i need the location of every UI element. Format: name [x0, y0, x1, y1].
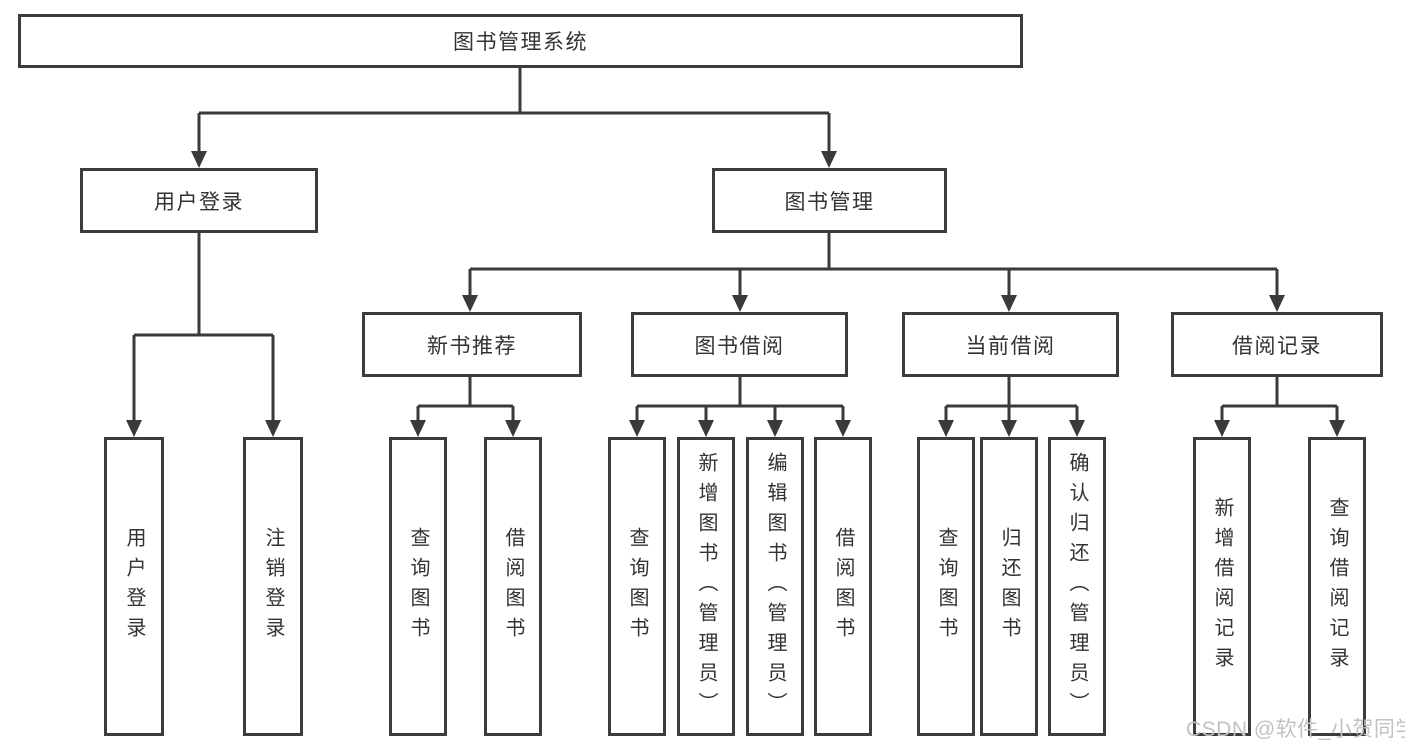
- arrowheads: [126, 151, 1345, 437]
- leaf-query-borrow-record: 查询借阅记录: [1308, 437, 1366, 736]
- node-label: 新书推荐: [427, 334, 517, 358]
- csdn-watermark: CSDN @软件_小贺同学: [1186, 718, 1405, 741]
- leaf-label: 确认归还（管理员）: [1066, 451, 1088, 722]
- leaf-query-books-borrowing: 查询图书: [608, 437, 666, 736]
- leaf-label: 新增借阅记录: [1211, 496, 1233, 677]
- leaf-label: 归还图书: [998, 526, 1020, 647]
- leaf-label: 借阅图书: [832, 526, 854, 647]
- leaf-label: 借阅图书: [502, 526, 524, 647]
- leaf-query-books-current: 查询图书: [917, 437, 975, 736]
- leaf-label: 查询图书: [935, 526, 957, 647]
- node-borrowing-records: 借阅记录: [1171, 312, 1383, 377]
- node-label: 图书借阅: [694, 334, 785, 358]
- node-user-login: 用户登录: [80, 168, 318, 233]
- leaf-label: 注销登录: [262, 526, 284, 647]
- leaf-borrow-books-recommend: 借阅图书: [484, 437, 542, 736]
- node-new-book-recommend: 新书推荐: [362, 312, 582, 377]
- leaf-confirm-return-admin: 确认归还（管理员）: [1048, 437, 1106, 736]
- node-label: 用户登录: [154, 190, 244, 214]
- leaf-label: 新增图书（管理员）: [695, 451, 717, 722]
- leaf-query-books-recommend: 查询图书: [389, 437, 447, 736]
- node-label: 当前借阅: [965, 334, 1056, 358]
- node-root-label: 图书管理系统: [453, 31, 588, 54]
- node-book-management: 图书管理: [712, 168, 947, 233]
- node-root: 图书管理系统: [18, 14, 1023, 68]
- leaf-logout: 注销登录: [243, 437, 303, 736]
- leaf-edit-books-admin: 编辑图书（管理员）: [746, 437, 804, 736]
- leaf-add-books-admin: 新增图书（管理员）: [677, 437, 735, 736]
- leaf-add-borrow-record: 新增借阅记录: [1193, 437, 1251, 736]
- leaf-label: 编辑图书（管理员）: [764, 451, 786, 722]
- node-label: 图书管理: [784, 190, 875, 214]
- leaf-label: 用户登录: [123, 526, 145, 647]
- leaf-borrow-books: 借阅图书: [814, 437, 872, 736]
- node-book-borrowing: 图书借阅: [631, 312, 848, 377]
- node-label: 借阅记录: [1232, 334, 1322, 358]
- leaf-label: 查询图书: [626, 526, 648, 647]
- leaf-label: 查询图书: [407, 526, 429, 647]
- node-current-borrowing: 当前借阅: [902, 312, 1119, 377]
- leaf-label: 查询借阅记录: [1326, 496, 1348, 677]
- leaf-user-login: 用户登录: [104, 437, 164, 736]
- leaf-return-books: 归还图书: [980, 437, 1038, 736]
